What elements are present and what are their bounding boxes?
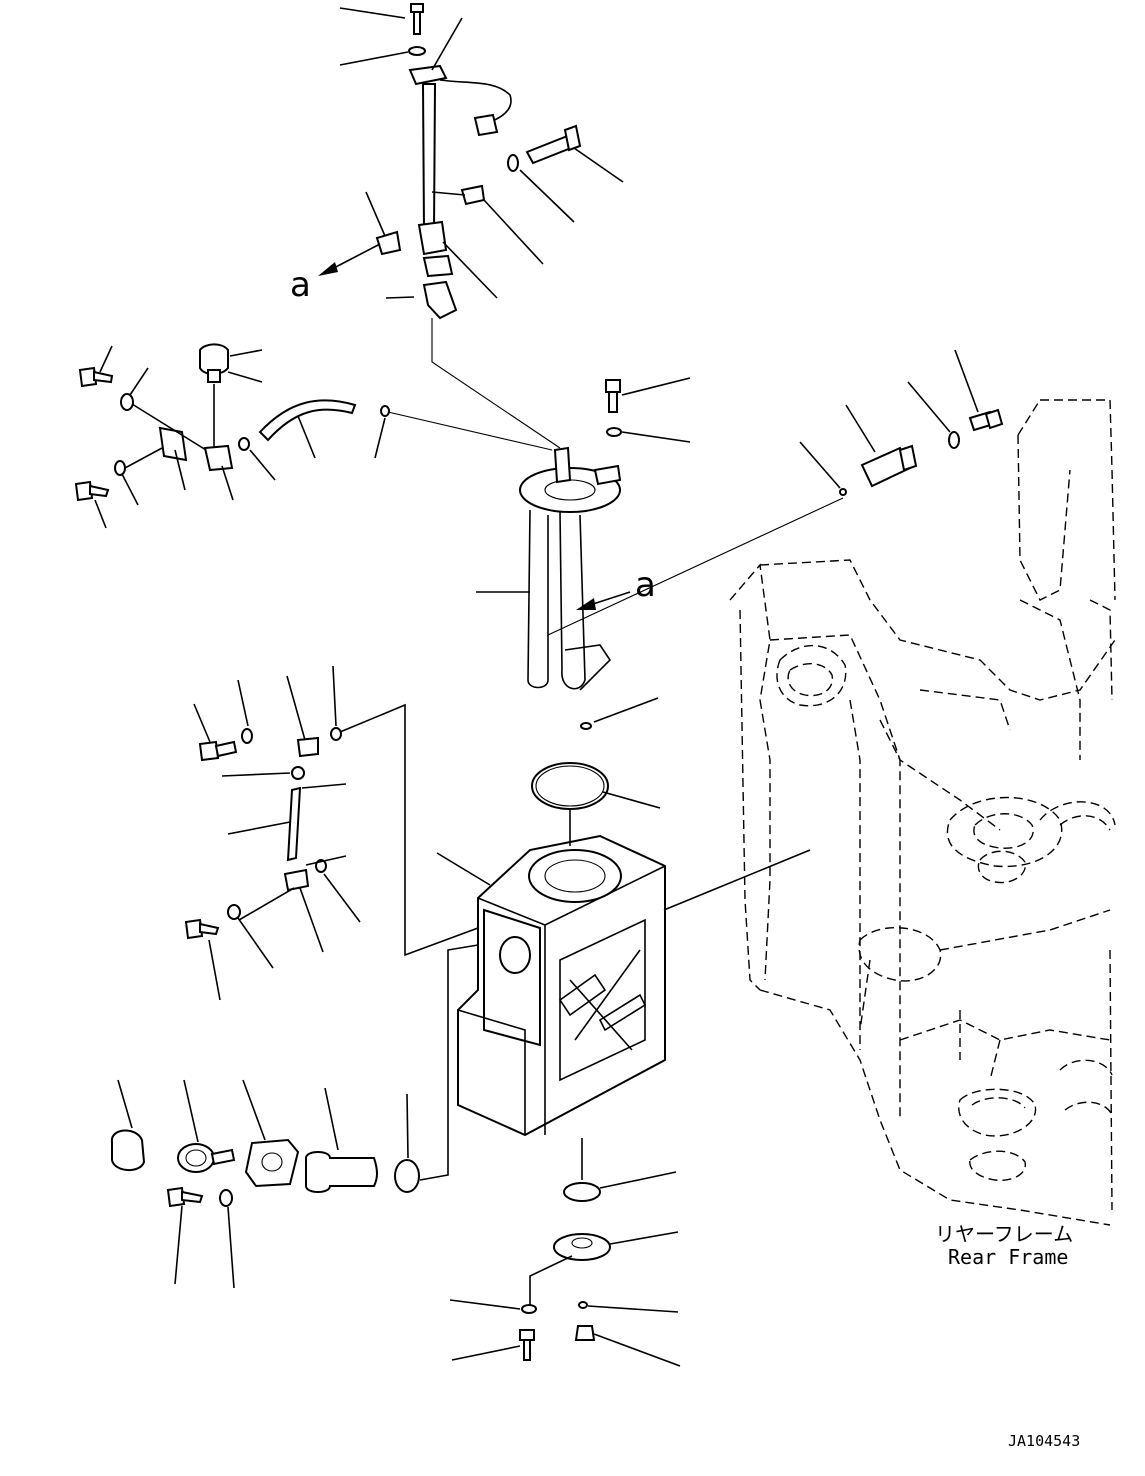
- detail-marker-upper: a: [290, 265, 311, 305]
- suction-pipe-assembly: [519, 379, 622, 730]
- filler-group: [110, 944, 479, 1208]
- detail-a-arrow-upper: a: [290, 243, 381, 305]
- drain-group: [519, 1138, 611, 1361]
- detail-marker-lower: a: [635, 565, 656, 605]
- sight-gauge-group: [839, 408, 1004, 496]
- detail-a-arrow-lower: a: [576, 565, 656, 610]
- fuel-tank: [457, 762, 666, 1137]
- connector-lines: [94, 7, 979, 1367]
- breather-group: [184, 703, 479, 957]
- frame-label-jp: リヤーフレーム: [935, 1222, 1073, 1246]
- hose-and-sensor-group: [74, 343, 390, 502]
- fuel-level-sender-assembly: [375, 3, 582, 320]
- drawing-number: JA104543: [1008, 1432, 1080, 1450]
- frame-label-en: Rear Frame: [948, 1245, 1068, 1269]
- rear-frame-drawing: [729, 399, 1116, 1226]
